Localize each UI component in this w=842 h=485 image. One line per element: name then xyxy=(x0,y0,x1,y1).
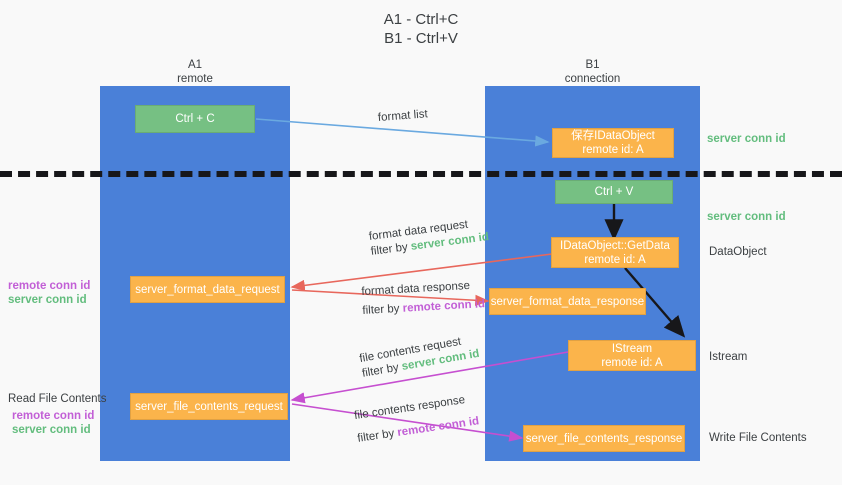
node-save-idataobject-subtitle: remote id: A xyxy=(582,144,644,156)
annotation-read-file-contents: Read File Contents xyxy=(8,393,107,405)
arrow-format-data-response xyxy=(291,289,490,306)
edge-label-format-data-response: format data response filter by remote co… xyxy=(361,278,485,319)
node-server-format-data-request[interactable]: server_format_data_request xyxy=(130,276,285,303)
node-server-file-contents-request[interactable]: server_file_contents_request xyxy=(130,393,288,420)
node-ctrl-c-label: Ctrl + C xyxy=(175,113,215,125)
node-istream-title: IStream xyxy=(611,342,653,355)
node-ctrl-v[interactable]: Ctrl + V xyxy=(555,180,673,204)
annotation-right-server-conn-id-mid: server conn id xyxy=(707,211,786,223)
node-idataobject-getdata[interactable]: IDataObject::GetData remote id: A xyxy=(551,237,679,268)
lane-header-a1: A1 remote xyxy=(100,58,290,86)
node-istream-subtitle: remote id: A xyxy=(601,356,663,369)
node-server-format-data-request-label: server_format_data_request xyxy=(135,283,280,296)
node-idataobject-getdata-title: IDataObject::GetData xyxy=(560,239,670,252)
title-line-2: B1 - Ctrl+V xyxy=(384,30,458,47)
phase-divider xyxy=(0,171,842,177)
arrow-format-list xyxy=(255,118,550,147)
node-istream[interactable]: IStream remote id: A xyxy=(568,340,696,371)
page-title: A1 - Ctrl+C B1 - Ctrl+V xyxy=(0,10,842,48)
node-idataobject-getdata-subtitle: remote id: A xyxy=(584,253,646,266)
annotation-left-file-remote-conn-id: remote conn id xyxy=(12,410,95,422)
annotation-left-format-server-conn-id: server conn id xyxy=(8,294,87,306)
node-server-format-data-response-label: server_format_data_response xyxy=(490,295,645,308)
lane-a1-sub: remote xyxy=(177,73,213,85)
annotation-right-server-conn-id-top: server conn id xyxy=(707,133,786,145)
node-server-file-contents-response[interactable]: server_file_contents_response xyxy=(523,425,685,452)
lane-header-b1: B1 connection xyxy=(485,58,700,86)
annotation-right-dataobject: DataObject xyxy=(709,246,767,258)
node-save-idataobject[interactable]: 保存IDataObject remote id: A xyxy=(552,128,674,158)
annotation-right-istream: Istream xyxy=(709,351,748,363)
title-line-1: A1 - Ctrl+C xyxy=(383,11,459,28)
lane-a1-name: A1 xyxy=(187,59,203,71)
lane-b1-sub: connection xyxy=(564,73,621,85)
node-server-file-contents-request-label: server_file_contents_request xyxy=(135,400,283,413)
lane-b1-name: B1 xyxy=(585,59,600,71)
node-server-format-data-response[interactable]: server_format_data_response xyxy=(489,288,646,315)
node-ctrl-c[interactable]: Ctrl + C xyxy=(135,105,255,133)
arrow-file-contents-response xyxy=(291,403,524,442)
annotation-right-write-file-contents: Write File Contents xyxy=(709,432,807,444)
annotation-left-format-remote-conn-id: remote conn id xyxy=(8,280,91,292)
node-ctrl-v-label: Ctrl + V xyxy=(594,186,634,198)
annotation-left-file-server-conn-id: server conn id xyxy=(12,424,91,436)
arrow-format-data-request xyxy=(290,253,553,291)
arrow-getdata-to-istream xyxy=(624,267,686,338)
node-save-idataobject-title: 保存IDataObject xyxy=(571,130,655,142)
arrow-file-contents-request xyxy=(290,351,569,404)
node-server-file-contents-response-label: server_file_contents_response xyxy=(525,432,683,445)
